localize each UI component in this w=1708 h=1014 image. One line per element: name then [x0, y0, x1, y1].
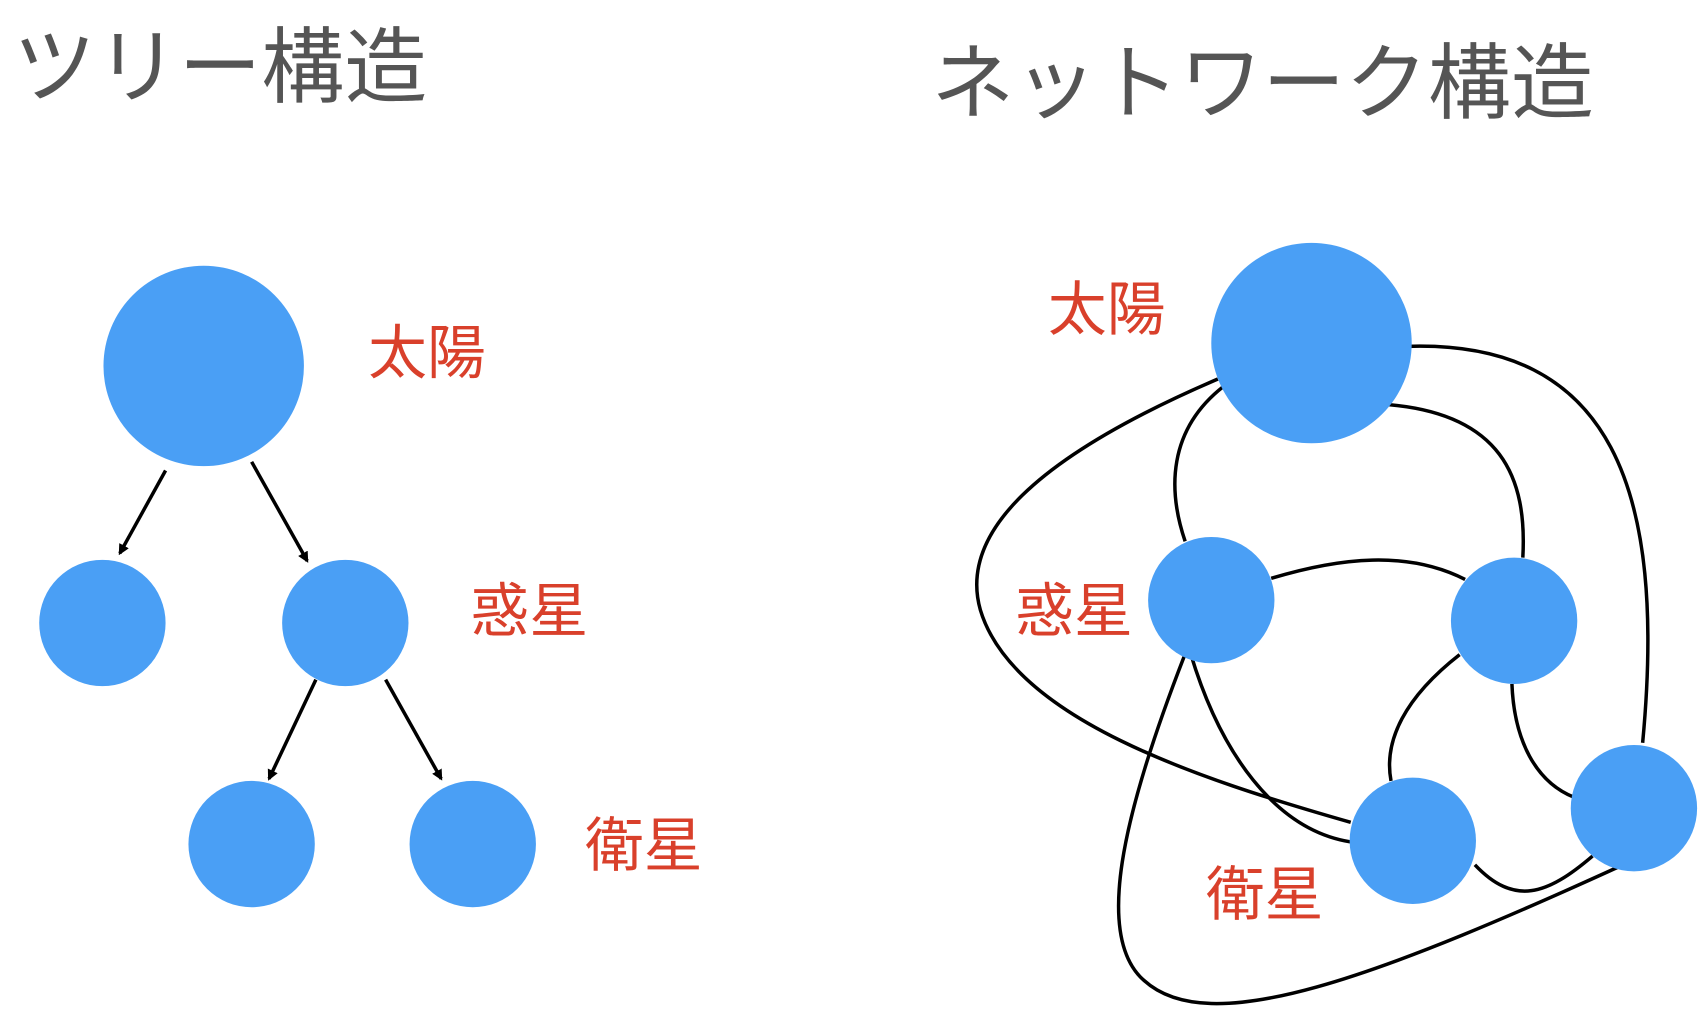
- network-label-satellite: 衛星: [1206, 860, 1324, 929]
- network-node: [1570, 744, 1698, 872]
- network-edge: [1473, 854, 1594, 893]
- network-edge: [975, 377, 1352, 824]
- tree-arrow: [384, 678, 443, 781]
- tree-diagram: ツリー構造 太陽 惑星 衛星: [13, 19, 703, 908]
- network-edge: [1116, 656, 1648, 1006]
- network-edge: [1407, 344, 1650, 743]
- tree-arrow: [250, 460, 309, 563]
- network-edge: [1381, 402, 1526, 558]
- network-edge: [1188, 652, 1351, 844]
- network-edge: [1387, 653, 1461, 782]
- network-title: ネットワーク構造: [931, 35, 1593, 132]
- network-edges: [975, 344, 1650, 1006]
- network-edge: [1173, 385, 1225, 542]
- tree-label-planet: 惑星: [471, 577, 589, 646]
- tree-node-satellite: [409, 780, 536, 908]
- tree-label-sun: 太陽: [368, 319, 486, 388]
- tree-label-satellite: 衛星: [585, 811, 703, 880]
- tree-arrow: [118, 469, 168, 556]
- network-node-satellite: [1349, 777, 1476, 904]
- network-node-planet: [1148, 536, 1275, 664]
- network-label-planet: 惑星: [1015, 577, 1133, 646]
- network-edge: [1270, 558, 1466, 581]
- tree-node-planet: [39, 559, 166, 687]
- tree-title: ツリー構造: [13, 19, 427, 116]
- network-diagram: ネットワーク構造 太陽 惑星 衛星: [931, 35, 1698, 1006]
- network-edge: [1510, 683, 1575, 799]
- tree-node-planet: [282, 559, 409, 687]
- tree-node-satellite: [188, 780, 315, 908]
- network-label-sun: 太陽: [1048, 275, 1166, 344]
- network-node: [1450, 557, 1578, 684]
- network-node-sun: [1211, 242, 1412, 444]
- tree-edges: [118, 460, 443, 781]
- tree-node-sun: [103, 265, 304, 467]
- tree-arrow: [267, 678, 318, 781]
